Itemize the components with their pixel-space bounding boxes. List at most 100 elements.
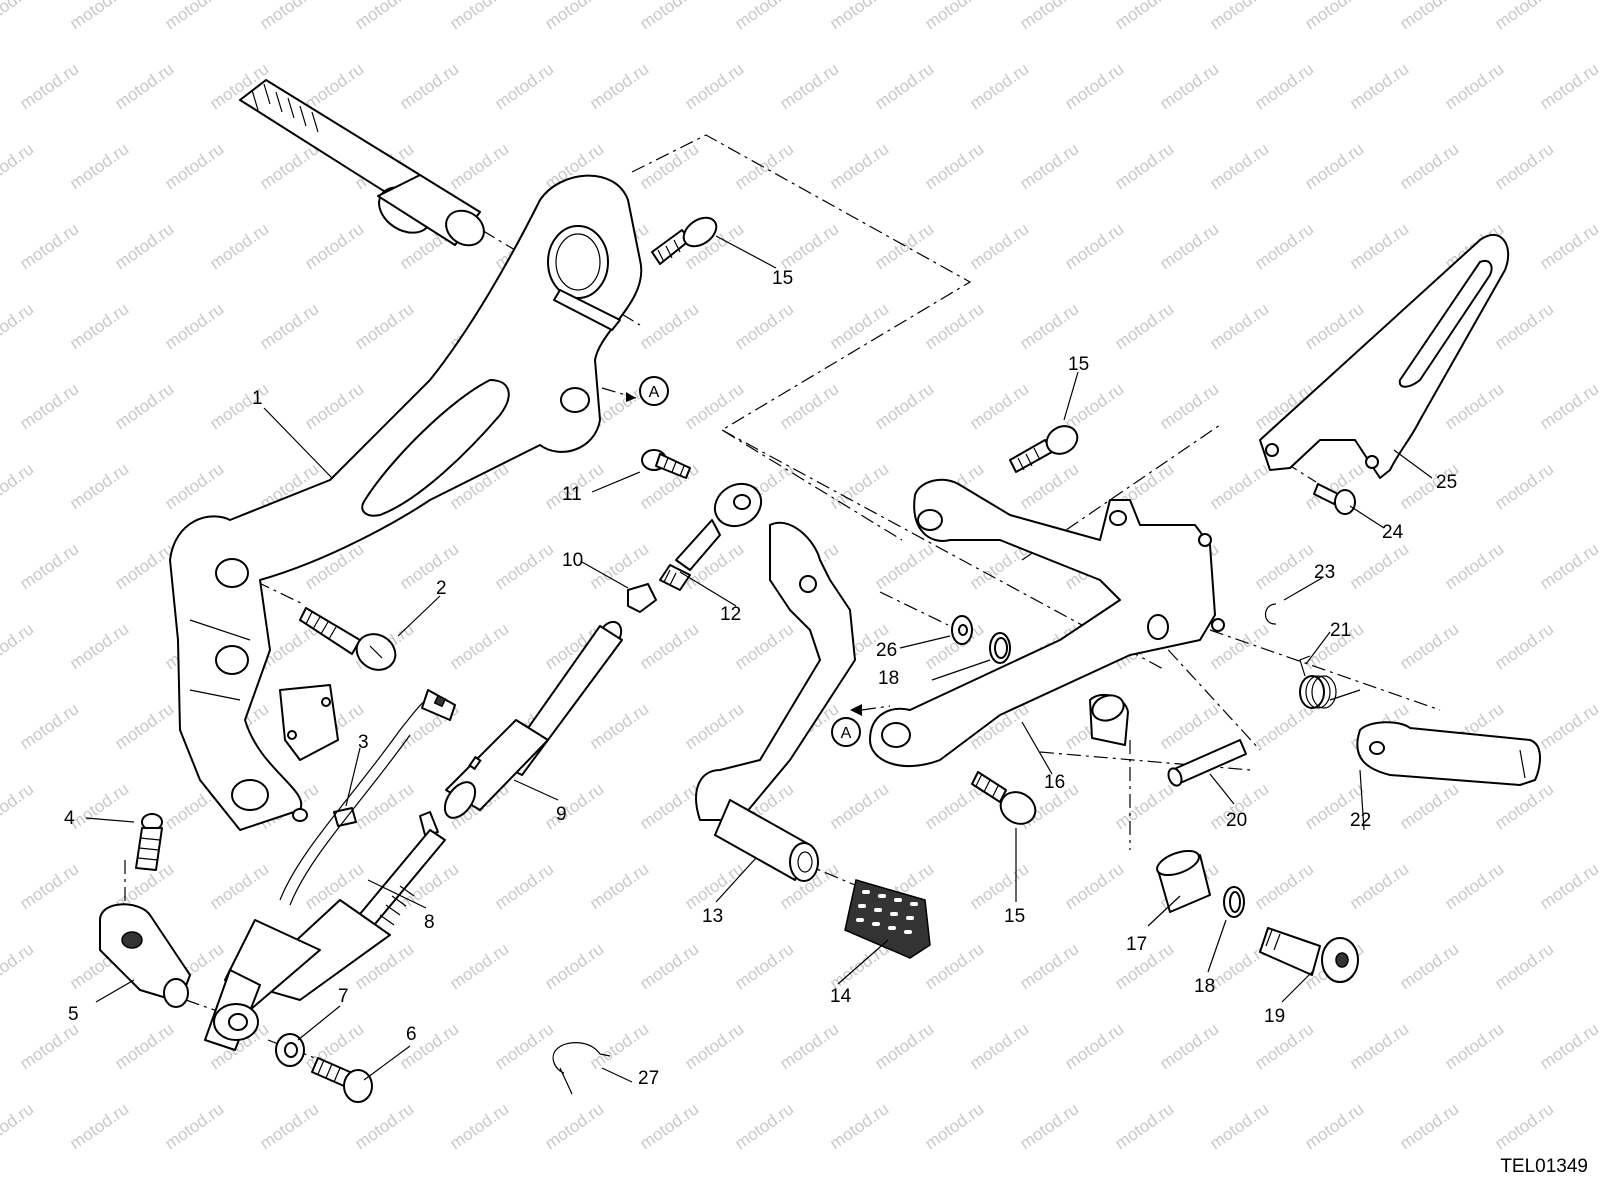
watermark-text: motod.ru [351,779,417,833]
watermark-text: motod.ru [0,939,37,993]
watermark-text: motod.ru [1061,59,1127,113]
leader-lines [85,235,1433,1083]
watermark-text: motod.ru [1396,939,1462,993]
part-11-screw [641,449,691,479]
part-16-right-bracket [869,478,1225,768]
watermark-text: motod.ru [1536,539,1600,593]
watermark-text: motod.ru [826,139,892,193]
watermark-text: motod.ru [111,539,177,593]
part-12-rod-end [659,482,763,591]
watermark-text: motod.ru [256,1099,322,1153]
watermark-text: motod.ru [161,139,227,193]
watermark-text: motod.ru [1301,299,1367,353]
watermark-text: motod.ru [301,379,367,433]
label-part-10: 10 [562,550,583,571]
label-part-26: 26 [876,640,897,661]
watermark-text: motod.ru [1346,859,1412,913]
watermark-text: motod.ru [16,859,82,913]
part-17-bush [1156,849,1211,913]
watermark-text: motod.ru [681,379,747,433]
watermark-text: motod.ru [1156,1019,1222,1073]
watermark-text: motod.ru [826,779,892,833]
watermark-text: motod.ru [1396,1099,1462,1153]
watermark-text: motod.ru [731,0,797,33]
label-part-2: 2 [436,578,447,599]
part-15-screws [651,216,1079,825]
part-tube-top [239,79,485,247]
watermark-text: motod.ru [446,1099,512,1153]
watermark-text: motod.ru [16,1019,82,1073]
watermark-text: motod.ru [636,619,702,673]
label-part-17: 17 [1126,934,1147,955]
part-2-bolt [299,607,397,671]
watermark-text: motod.ru [1301,1099,1367,1153]
watermark-text: motod.ru [1301,0,1367,33]
watermark-text: motod.ru [301,219,367,273]
label-part-3: 3 [358,732,369,753]
watermark-text: motod.ru [491,1019,557,1073]
watermark-text: motod.ru [16,219,82,273]
watermark-text: motod.ru [1491,1099,1557,1153]
watermark-text: motod.ru [1396,0,1462,33]
part-9-rod [443,620,623,819]
watermark-text: motod.ru [1536,699,1600,753]
watermark-text: motod.ru [1346,539,1412,593]
watermark-text: motod.ru [966,59,1032,113]
watermark-text: motod.ru [1251,539,1317,593]
watermark-text: motod.ru [731,939,797,993]
watermark-text: motod.ru [161,299,227,353]
watermark-text: motod.ru [1536,219,1600,273]
label-part-24: 24 [1382,522,1404,543]
watermark-text: motod.ru [731,139,797,193]
watermark-text: motod.ru [1156,379,1222,433]
watermark-text: motod.ru [206,219,272,273]
label-part-8: 8 [424,912,435,933]
watermark-text: motod.ru [491,59,557,113]
watermark-text: motod.ru [541,0,607,33]
watermark-text: motod.ru [1441,539,1507,593]
reference-callout-a-lower: A [831,704,891,747]
part-26-washer [951,615,973,645]
label-part-16: 16 [1044,772,1065,793]
part-19-pivot-bolt [1259,927,1359,983]
watermark-text: motod.ru [1016,299,1082,353]
watermark-text: motod.ru [16,379,82,433]
watermark-text: motod.ru [826,0,892,33]
part-18-ring-lower [1223,886,1245,918]
part-7-washer [275,1033,305,1067]
watermark-text: motod.ru [66,139,132,193]
watermark-text: motod.ru [776,219,842,273]
watermark-text: motod.ru [1346,1019,1412,1073]
watermark-text: motod.ru [1251,1019,1317,1073]
watermark-text: motod.ru [66,0,132,33]
watermark-text: motod.ru [1396,779,1462,833]
watermark-text: motod.ru [1061,859,1127,913]
watermark-text: motod.ru [776,59,842,113]
part-5-clevis [99,903,191,1008]
watermark-text: motod.ru [1396,139,1462,193]
label-part-25: 25 [1436,472,1457,493]
watermark-text: motod.ru [16,539,82,593]
watermark-text: motod.ru [636,139,702,193]
part-20-pin [1167,739,1247,787]
watermark-text: motod.ru [966,379,1032,433]
label-part-23: 23 [1314,562,1335,583]
watermark-text: motod.ru [351,1099,417,1153]
watermark-text: motod.ru [921,299,987,353]
watermark-text: motod.ru [681,59,747,113]
part-18-ring-upper [989,632,1011,664]
watermark-text: motod.ru [1016,0,1082,33]
label-part-5: 5 [68,1004,79,1025]
label-part-14: 14 [830,986,852,1007]
watermark-text: motod.ru [1016,939,1082,993]
watermark-text: motod.ru [1251,59,1317,113]
watermark-text: motod.ru [256,139,322,193]
label-part-1: 1 [252,388,263,409]
watermark-text: motod.ru [0,459,37,513]
watermark-text: motod.ru [66,1099,132,1153]
watermark-text: motod.ru [0,299,37,353]
label-part-15-upper: 15 [772,268,793,289]
watermark-text: motod.ru [1491,939,1557,993]
label-part-15-lower: 15 [1004,906,1025,927]
